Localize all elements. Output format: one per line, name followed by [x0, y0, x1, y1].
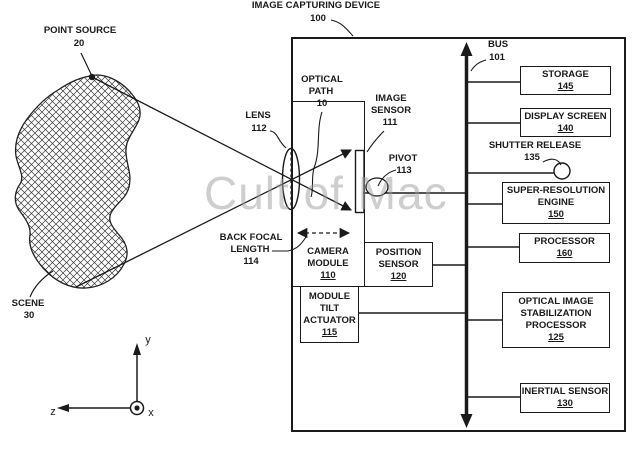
module-tilt-actuator-label: MODULE: [308, 290, 351, 302]
ois-processor-number: 125: [548, 332, 564, 343]
image-sensor-number: 111: [382, 117, 398, 128]
axis-y-label: y: [145, 334, 151, 346]
display-screen-label: DISPLAY SCREEN: [524, 110, 607, 122]
super-resolution-engine-box: SUPER-RESOLUTION ENGINE 150: [502, 182, 610, 224]
image-sensor-label: IMAGE: [375, 93, 407, 104]
point-source-label: POINT SOURCE: [43, 25, 117, 36]
inertial-sensor-number: 130: [557, 398, 573, 409]
optical-path-label: PATH: [308, 86, 334, 97]
ray-upper: [91, 76, 352, 211]
camera-module-label: CAMERA: [307, 246, 349, 257]
bus-leader: [470, 59, 487, 72]
storage-label: STORAGE: [542, 68, 589, 80]
processor-number: 160: [556, 248, 573, 259]
shutter-release-label: SHUTTER RELEASE: [488, 140, 582, 151]
display-screen-number: 140: [557, 122, 574, 134]
super-resolution-engine-number: 150: [548, 209, 564, 220]
pivot-leader: [377, 169, 397, 187]
optical-path-leader: [310, 111, 323, 198]
image-capturing-device-box: [291, 37, 626, 432]
optical-path-label: OPTICAL: [301, 74, 343, 85]
camera-module-number: 110: [320, 270, 336, 281]
storage-number: 145: [557, 80, 574, 92]
position-sensor-label: POSITION: [375, 246, 422, 258]
inertial-sensor-label: INERTIAL SENSOR: [521, 386, 609, 397]
module-tilt-actuator-label: ACTUATOR: [303, 314, 356, 326]
ray-lower: [75, 149, 352, 288]
back-focal-length-label: LENGTH: [230, 244, 270, 255]
lens-leader: [269, 130, 287, 149]
processor-label: PROCESSOR: [534, 236, 595, 247]
image-sensor-leader: [366, 130, 385, 153]
pivot-label: PIVOT: [388, 153, 418, 164]
super-resolution-engine-label: SUPER-RESOLUTION: [506, 185, 606, 196]
scene-leader: [29, 270, 54, 298]
ois-processor-label: OPTICAL IMAGE: [518, 296, 594, 307]
back-focal-length-number: 114: [243, 256, 259, 267]
shutter-release-leader: [542, 158, 562, 166]
figure-title-number: 100: [310, 13, 326, 24]
processor-box: PROCESSOR 160: [519, 233, 610, 263]
optical-image-stabilization-processor-box: OPTICAL IMAGE STABILIZATION PROCESSOR 12…: [502, 292, 610, 348]
lens-label: LENS: [245, 110, 271, 121]
super-resolution-engine-label: ENGINE: [537, 197, 575, 208]
axis-x-label: x: [148, 407, 154, 419]
scene-label: SCENE: [11, 298, 45, 309]
image-sensor-label: SENSOR: [370, 105, 412, 116]
point-source-number: 20: [73, 38, 85, 49]
scene-number: 30: [23, 310, 35, 321]
bus-label: BUS: [487, 39, 509, 50]
bus-arrowhead-bottom: [460, 414, 473, 428]
point-source-leader: [80, 52, 92, 75]
camera-module-label: MODULE: [307, 258, 349, 269]
shutter-release-circle: [553, 162, 571, 180]
lens-number: 112: [251, 123, 267, 134]
module-tilt-actuator-label: TILT: [319, 302, 340, 314]
module-tilt-actuator-box: MODULE TILT ACTUATOR 115: [300, 286, 359, 343]
axis-z-label: z: [50, 406, 56, 418]
module-tilt-actuator-number: 115: [321, 326, 338, 338]
inertial-sensor-box: INERTIAL SENSOR 130: [520, 383, 610, 413]
camera-module-box: CAMERA MODULE 110: [291, 101, 365, 287]
position-sensor-box: POSITION SENSOR 120: [364, 242, 433, 287]
position-sensor-label: SENSOR: [378, 258, 419, 270]
shutter-release-number: 135: [524, 152, 540, 163]
back-focal-length-leader: [272, 236, 307, 252]
position-sensor-number: 120: [390, 270, 407, 282]
back-focal-length-label: BACK FOCAL: [219, 232, 283, 243]
bus-number: 101: [489, 52, 505, 63]
figure-title: IMAGE CAPTURING DEVICE: [251, 0, 381, 11]
ois-processor-label: PROCESSOR: [525, 320, 587, 331]
title-leader: [330, 19, 354, 37]
ois-processor-label: STABILIZATION: [520, 308, 592, 319]
storage-box: STORAGE 145: [520, 66, 611, 95]
pivot-ellipse: [365, 177, 389, 197]
coordinate-axes: [57, 343, 145, 416]
pivot-number: 113: [396, 165, 412, 176]
display-screen-box: DISPLAY SCREEN 140: [520, 108, 611, 137]
optical-path-number: 10: [316, 98, 328, 109]
scene-blob: [14, 74, 141, 289]
bus-arrowhead-top: [460, 42, 473, 56]
